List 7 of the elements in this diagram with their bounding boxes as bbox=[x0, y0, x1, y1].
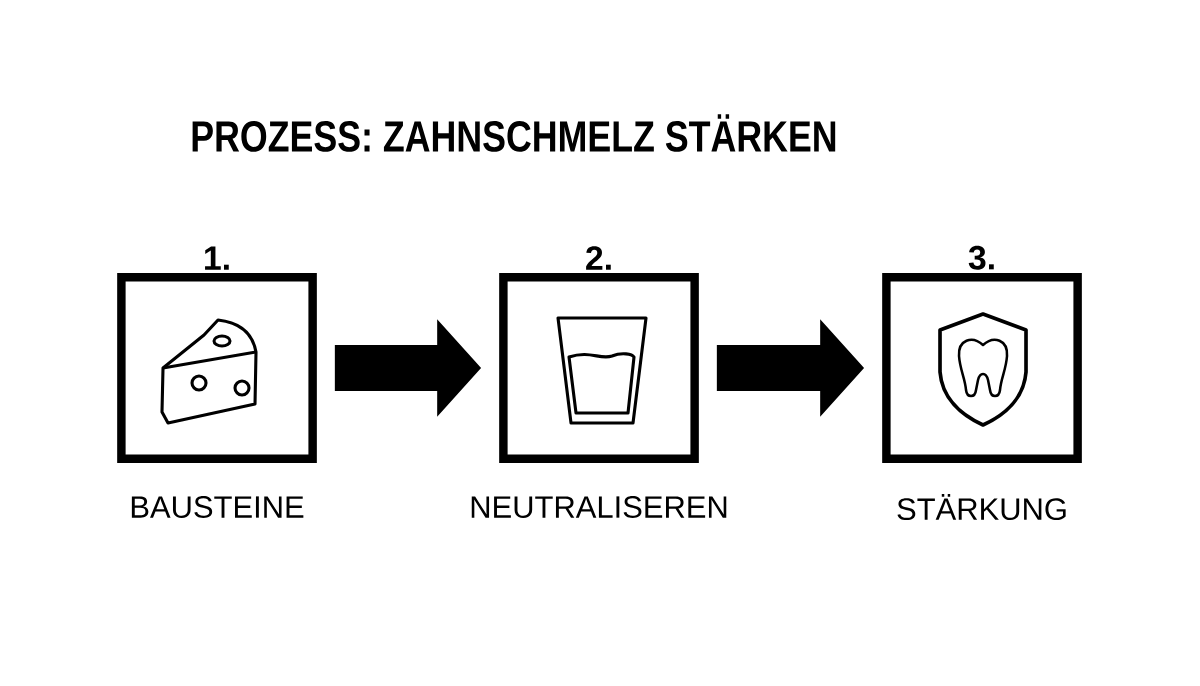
step-label: BAUSTEINE bbox=[131, 496, 304, 518]
step-number: 3. bbox=[968, 245, 994, 270]
step-label: NEUTRALISEREN bbox=[471, 496, 727, 518]
step-number: 2. bbox=[586, 246, 611, 270]
step-number: 1. bbox=[205, 246, 229, 270]
step-label: STÄRKUNG bbox=[897, 493, 1066, 521]
title: PROZESS: ZAHNSCHMELZ STÄRKEN bbox=[192, 114, 836, 152]
